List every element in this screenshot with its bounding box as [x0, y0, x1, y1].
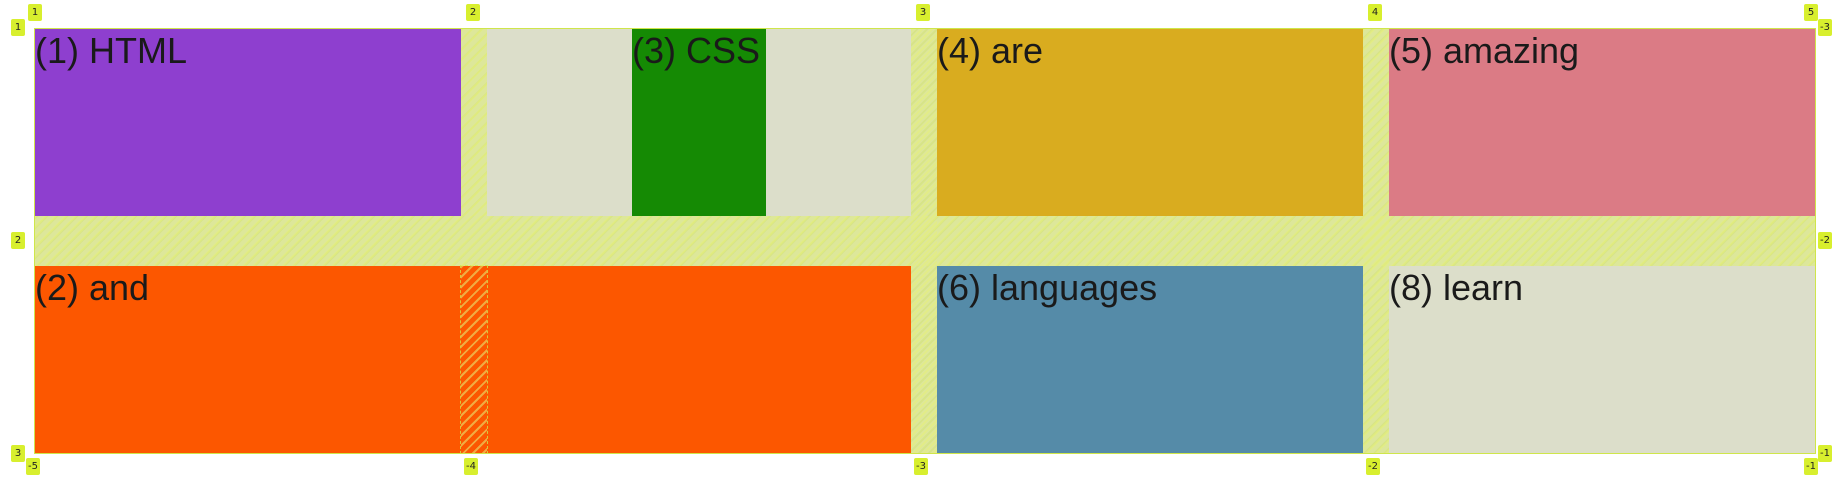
- column-line-number-top-3: 3: [916, 4, 930, 21]
- grid-item-4[interactable]: (4) are: [937, 29, 1363, 216]
- row-line-number-right-2: -2: [1818, 232, 1832, 249]
- grid-item-2[interactable]: (2) and: [35, 266, 911, 453]
- column-line-number-bottom-3: -3: [914, 458, 928, 475]
- row-line-number-right-3: -3: [1818, 19, 1832, 36]
- grid-item-6[interactable]: (6) languages: [937, 266, 1363, 453]
- grid-item-3-label: (3) CSS: [632, 30, 761, 71]
- grid-item-4-label: (4) are: [937, 30, 1044, 71]
- column-line-number-top-4: 4: [1368, 4, 1382, 21]
- column-line-number-bottom-2: -2: [1366, 458, 1380, 475]
- column-gap-band-2: [911, 29, 937, 453]
- grid-item-5[interactable]: (5) amazing: [1389, 29, 1815, 216]
- row-line-number-right-1: -1: [1818, 445, 1832, 462]
- column-line-number-top-2: 2: [466, 4, 480, 21]
- grid-item-6-label: (6) languages: [937, 267, 1158, 308]
- grid-item-8[interactable]: (8) learn: [1389, 266, 1815, 453]
- row-line-number-left-1: 1: [11, 19, 25, 36]
- grid-item-2-label: (2) and: [35, 267, 150, 308]
- grid-item-8-label: (8) learn: [1389, 267, 1524, 308]
- column-line-number-top-5: 5: [1804, 4, 1818, 21]
- column-gap-band-3: [1363, 29, 1389, 453]
- column-gap-band-1: [461, 29, 487, 216]
- grid-item-3[interactable]: (3) CSS: [632, 29, 766, 216]
- column-line-number-top-1: 1: [28, 4, 42, 21]
- column-line-number-bottom-1: -1: [1804, 458, 1818, 475]
- row-line-number-left-2: 2: [11, 232, 25, 249]
- row-line-number-left-3: 3: [11, 445, 25, 462]
- column-line-number-bottom-5: -5: [26, 458, 40, 475]
- grid-item-1[interactable]: (1) HTML: [35, 29, 461, 216]
- grid-item-5-label: (5) amazing: [1389, 30, 1580, 71]
- grid-item-1-label: (1) HTML: [35, 30, 187, 71]
- grid-container: (1) HTML (3) CSS (4) are (5) amazing (2)…: [34, 28, 1816, 454]
- column-line-number-bottom-4: -4: [464, 458, 478, 475]
- row-gap-band: [35, 216, 1815, 266]
